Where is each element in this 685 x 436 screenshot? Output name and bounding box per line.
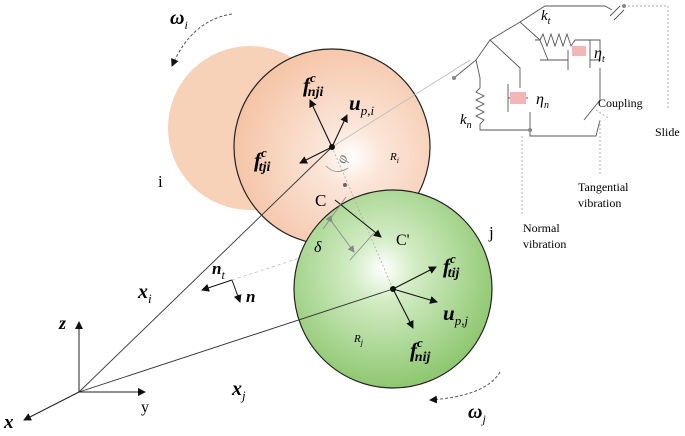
tangential-vibration-label: Tangential vibration — [578, 180, 631, 210]
particle-i-center — [329, 144, 335, 150]
dashpot-n-fill — [510, 92, 526, 104]
position-line-i — [78, 146, 333, 393]
position-line-j — [78, 288, 394, 393]
spring-node-a — [452, 76, 456, 80]
contact-cprime-label: C' — [396, 232, 410, 249]
eta-n-label: ηn — [536, 91, 549, 111]
particle-i-label: i — [158, 172, 163, 191]
delta-label: δ — [314, 239, 322, 256]
coupling-label: Coupling — [598, 96, 643, 110]
particle-j-arrows — [392, 266, 438, 329]
normal-vibration-label: Normal vibration — [523, 221, 566, 251]
slide-label: Slide — [655, 125, 680, 139]
particle-j-label: j — [488, 223, 494, 242]
kn-label: kn — [460, 112, 472, 131]
u-pj-label: up,j — [443, 301, 468, 328]
xj-label: xj — [231, 378, 246, 403]
radius-i-label: Ri — [389, 151, 399, 165]
dashpot-t-fill — [572, 46, 586, 56]
n-label: n — [246, 287, 255, 306]
omega-i-label: ωi — [170, 7, 188, 32]
xi-label: xi — [137, 281, 152, 306]
axis-y-label: y — [141, 399, 149, 416]
axis-z-label: z — [58, 313, 66, 333]
normal-vector-arrows — [201, 279, 242, 303]
spring-node-b — [528, 128, 532, 132]
radius-j-label: Rj — [353, 333, 364, 347]
axis-x-label: x — [3, 412, 14, 433]
kt-label: kt — [541, 8, 551, 27]
angle-arc — [325, 165, 349, 172]
contact-c-label: C — [315, 191, 326, 210]
particle-j-center — [390, 286, 396, 292]
nt-label: nt — [212, 259, 225, 282]
u-pi-label: up,i — [349, 91, 374, 118]
spring-node-c — [622, 4, 626, 8]
omega-j-label: ωj — [468, 401, 486, 426]
omega-i-arrow — [171, 13, 233, 67]
coordinate-axes — [23, 321, 146, 421]
particle-i-arrows — [299, 99, 348, 164]
overlap-delta-marker — [322, 196, 375, 261]
contact-point-marker — [343, 183, 347, 187]
spring-dashpot-model — [453, 5, 669, 215]
c-to-cprime-arrow — [334, 199, 382, 238]
center-line-extension — [331, 59, 471, 148]
eta-t-label: ηt — [594, 45, 605, 65]
omega-j-arrow — [429, 371, 501, 404]
